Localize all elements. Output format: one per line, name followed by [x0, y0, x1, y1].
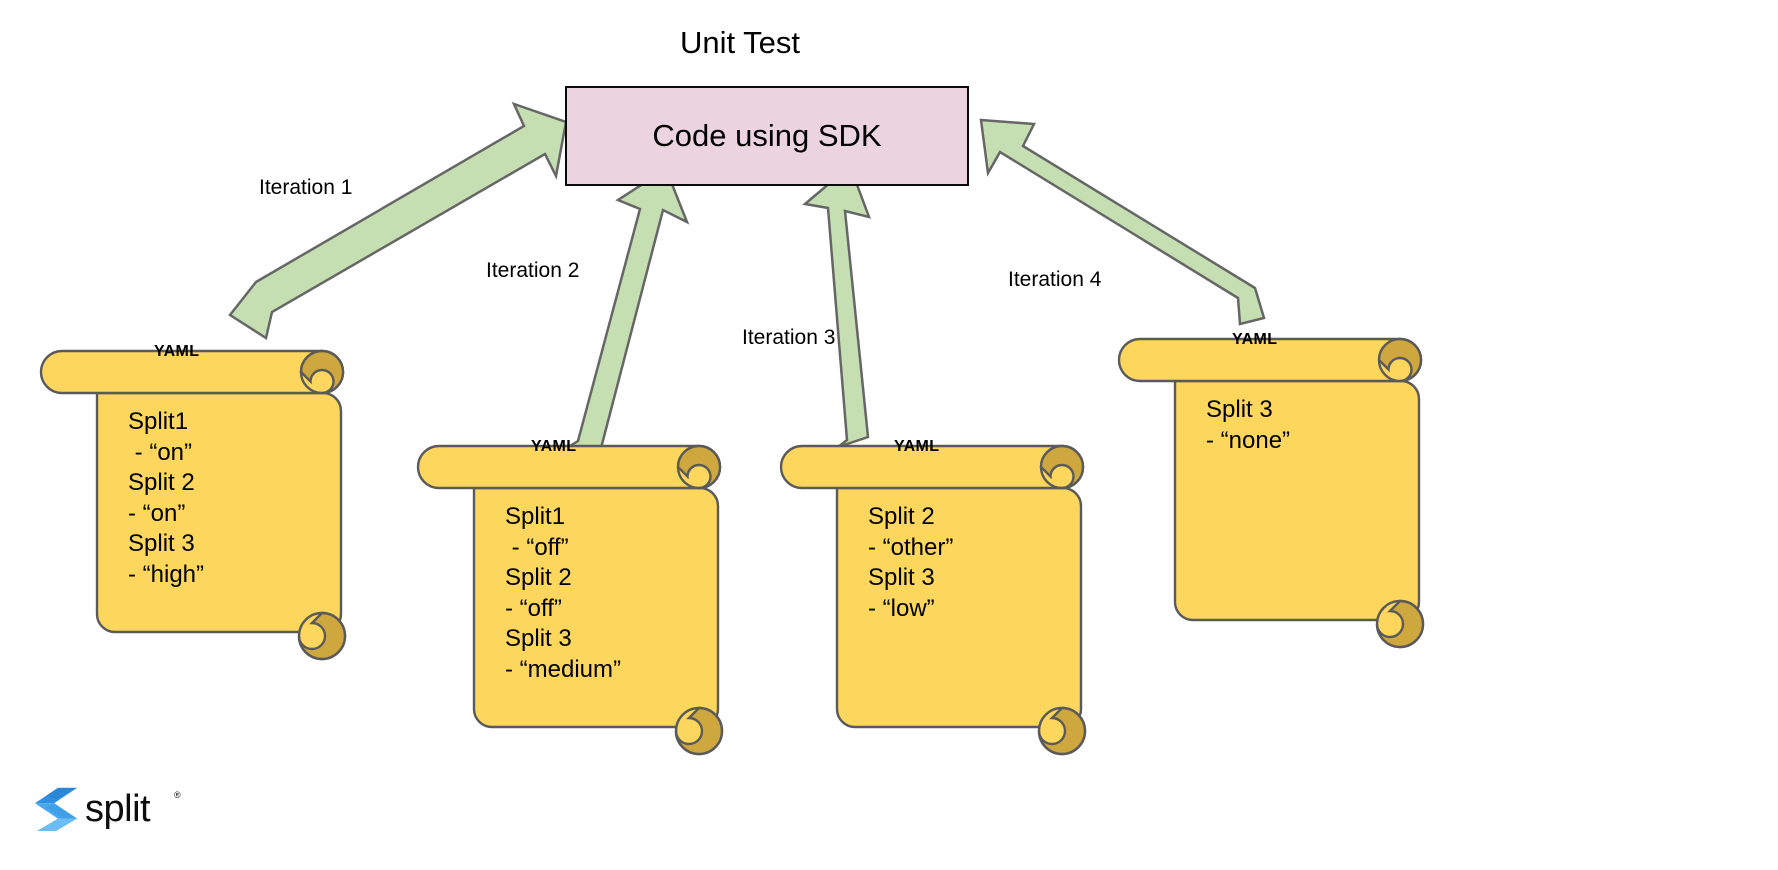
- arrow-iteration-1: [228, 101, 568, 341]
- edge-label-iteration-4: Iteration 4: [1008, 268, 1102, 291]
- scroll-tag-label: YAML: [1232, 331, 1278, 348]
- arrow-iteration-2: [566, 167, 690, 454]
- scroll-shape: [779, 444, 1087, 756]
- scroll-tag-label: YAML: [531, 438, 577, 455]
- scroll-body-text: Split 3 - “none”: [1206, 396, 1291, 454]
- code-using-sdk-node: Code using SDK: [565, 86, 969, 186]
- scroll-tag-label: YAML: [154, 343, 200, 360]
- arrow-iteration-3: [802, 163, 872, 449]
- split-logo: split ®: [33, 786, 183, 842]
- code-using-sdk-label: Code using SDK: [652, 118, 882, 153]
- arrow-iteration-4: [979, 118, 1266, 326]
- split-trademark: ®: [174, 790, 181, 800]
- split-wordmark: split: [85, 788, 151, 830]
- yaml-scroll-1: YAML Split1 - “on” Split 2 - “on” Split …: [39, 330, 360, 661]
- scroll-shape: [1117, 337, 1425, 649]
- yaml-scroll-4: YAML Split 3 - “none”: [1117, 318, 1438, 649]
- scroll-shape: [39, 349, 347, 661]
- scroll-shape: [416, 444, 724, 756]
- scroll-body-text: Split1 - “off” Split 2 - “off” Split 3 -…: [505, 503, 622, 683]
- edge-label-iteration-2: Iteration 2: [486, 259, 580, 282]
- yaml-scroll-2: YAML Split1 - “off” Split 2 - “off” Spli…: [416, 425, 737, 756]
- edge-label-iteration-1: Iteration 1: [259, 176, 353, 199]
- edge-label-iteration-3: Iteration 3: [742, 326, 836, 349]
- scroll-body-text: Split1 - “on” Split 2 - “on” Split 3 - “…: [128, 408, 205, 588]
- yaml-scroll-3: YAML Split 2 - “other” Split 3 - “low”: [779, 425, 1100, 756]
- scroll-tag-label: YAML: [894, 438, 940, 455]
- scroll-body-text: Split 2 - “other” Split 3 - “low”: [868, 503, 954, 622]
- diagram-title: Unit Test: [679, 25, 801, 60]
- split-logo-icon: [34, 787, 78, 832]
